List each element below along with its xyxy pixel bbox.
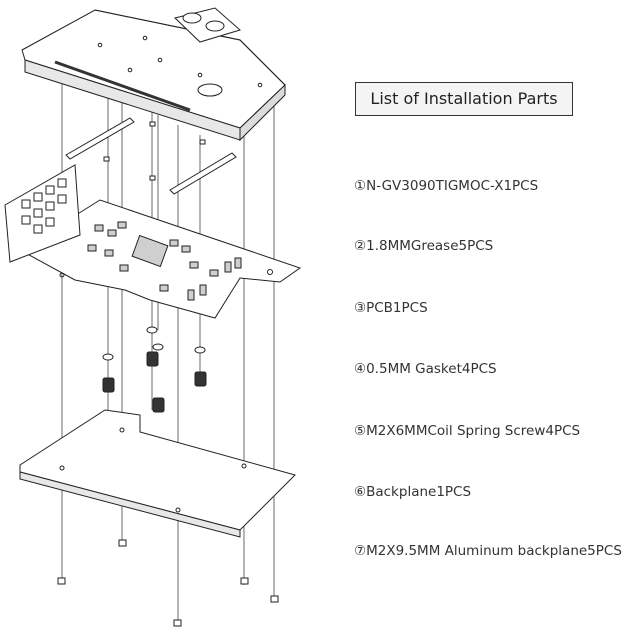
part-item-1: ①N-GV3090TIGMOC-X1PCS — [354, 178, 539, 194]
water-block — [21, 7, 286, 142]
spring-screws — [102, 351, 207, 413]
pcb-board — [4, 164, 302, 319]
part-item-6: ⑥Backplane1PCS — [354, 484, 472, 500]
parts-list-title: List of Installation Parts — [355, 82, 573, 116]
gaskets — [102, 326, 206, 361]
part-item-7: ⑦M2X9.5MM Aluminum backplane5PCS — [354, 543, 622, 559]
pcb-components — [87, 221, 242, 301]
grease-strips — [65, 117, 237, 195]
backplane — [19, 409, 296, 538]
part-item-5: ⑤M2X6MMCoil Spring Screw4PCS — [354, 423, 581, 439]
assembly-lines — [61, 75, 275, 625]
backplane-screws — [57, 539, 279, 627]
part-item-2: ②1.8MMGrease5PCS — [354, 238, 494, 254]
part-item-4: ④0.5MM Gasket4PCS — [354, 361, 497, 377]
exploded-view-diagram — [4, 7, 302, 627]
io-bracket-ports — [21, 178, 67, 234]
part-item-3: ③PCB1PCS — [354, 300, 428, 316]
